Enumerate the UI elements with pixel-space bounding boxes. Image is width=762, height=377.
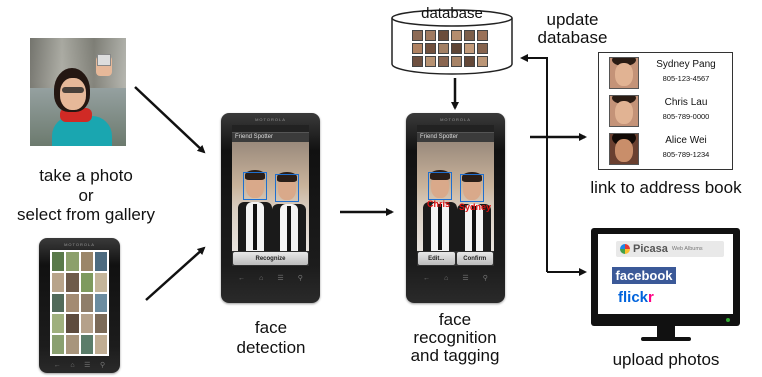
tag-label-left[interactable]: Chris: [427, 199, 451, 209]
upload-monitor: Picasa Web Albums facebook flickr: [591, 228, 740, 326]
face-box-left: [428, 172, 452, 200]
phone-brand: MOTOROLA: [255, 117, 286, 122]
phone-brand: MOTOROLA: [64, 242, 95, 247]
recognition-line1: face: [438, 310, 472, 329]
arrow-gallery-to-detection: [145, 246, 206, 301]
detection-screen: Friend Spotter Recognize: [232, 133, 309, 266]
picasa-label: Picasa: [633, 243, 668, 255]
sample-photo: [30, 38, 126, 146]
arrow-photo-to-detection: [134, 86, 206, 154]
upload-caption: upload photos: [612, 350, 720, 369]
update-line1: update: [546, 10, 599, 29]
contact-photo: [609, 57, 639, 89]
facebook-logo[interactable]: facebook: [612, 267, 676, 284]
flickr-logo[interactable]: flickr: [618, 289, 654, 306]
flickr-label-blue: flick: [618, 289, 649, 306]
face-box-left: [243, 172, 267, 200]
detection-line2: detection: [236, 337, 306, 357]
monitor-stand-neck: [657, 326, 675, 338]
app-title: Friend Spotter: [232, 133, 309, 142]
contact-name: Sydney Pang: [656, 59, 716, 70]
picasa-sub-label: Web Albums: [671, 246, 703, 252]
recognition-line3: and tagging: [410, 345, 500, 365]
update-database-caption: update database: [520, 11, 625, 47]
contact-name: Alice Wei: [665, 135, 707, 146]
power-led: [726, 318, 730, 322]
detection-line1: face: [254, 318, 288, 337]
capture-caption: take a photo or select from gallery: [0, 166, 172, 225]
contact-entry[interactable]: Sydney Pang 805-123-4567: [609, 57, 727, 89]
capture-line1: take a photo: [39, 166, 133, 185]
recognition-caption: face recognition and tagging: [390, 311, 520, 365]
monitor-stand-base: [641, 337, 691, 341]
face-box-right: [275, 174, 299, 202]
face-box-right: [460, 174, 484, 202]
contact-phone: 805-789-1234: [662, 150, 710, 159]
detection-phone: MOTOROLA Friend Spotter Recognize ←⌂☰⚲: [221, 113, 320, 303]
detection-caption: face detection: [216, 318, 326, 357]
address-book-card: Sydney Pang 805-123-4567 Chris Lau 805-7…: [598, 52, 733, 170]
confirm-button[interactable]: Confirm: [456, 252, 493, 265]
recognition-phone: MOTOROLA Friend Spotter Chris Sydney Edi…: [406, 113, 505, 303]
gallery-grid: [50, 250, 109, 356]
contact-entry[interactable]: Alice Wei 805-789-1234: [609, 133, 727, 165]
recognition-line2: recognition: [413, 327, 497, 347]
picasa-logo[interactable]: Picasa Web Albums: [616, 241, 724, 257]
contact-photo: [609, 95, 639, 127]
arrow-update-database: [520, 54, 548, 272]
capture-line2: or: [78, 185, 94, 205]
database-label: database: [421, 5, 483, 22]
tag-label-right[interactable]: Sydney: [459, 202, 492, 212]
flickr-label-pink: r: [648, 289, 654, 306]
update-line2: database: [537, 27, 608, 47]
recognize-button[interactable]: Recognize: [233, 252, 308, 265]
face-thumbnails: [412, 30, 492, 67]
recognition-screen: Friend Spotter Chris Sydney Edit... Conf…: [417, 133, 494, 266]
contact-photo: [609, 133, 639, 165]
gallery-phone: MOTOROLA ←⌂☰⚲: [39, 238, 120, 373]
monitor-screen: Picasa Web Albums facebook flickr: [598, 234, 733, 314]
contact-entry[interactable]: Chris Lau 805-789-0000: [609, 95, 727, 127]
database-cylinder: database: [388, 5, 516, 75]
capture-line3: select from gallery: [17, 205, 155, 225]
contact-name: Chris Lau: [664, 97, 708, 108]
contact-phone: 805-123-4567: [662, 74, 710, 83]
contact-phone: 805-789-0000: [662, 112, 710, 121]
picasa-icon: [620, 244, 630, 254]
edit-button[interactable]: Edit...: [418, 252, 455, 265]
phone-brand: MOTOROLA: [440, 117, 471, 122]
app-title: Friend Spotter: [417, 133, 494, 142]
address-book-caption: link to address book: [590, 178, 742, 197]
